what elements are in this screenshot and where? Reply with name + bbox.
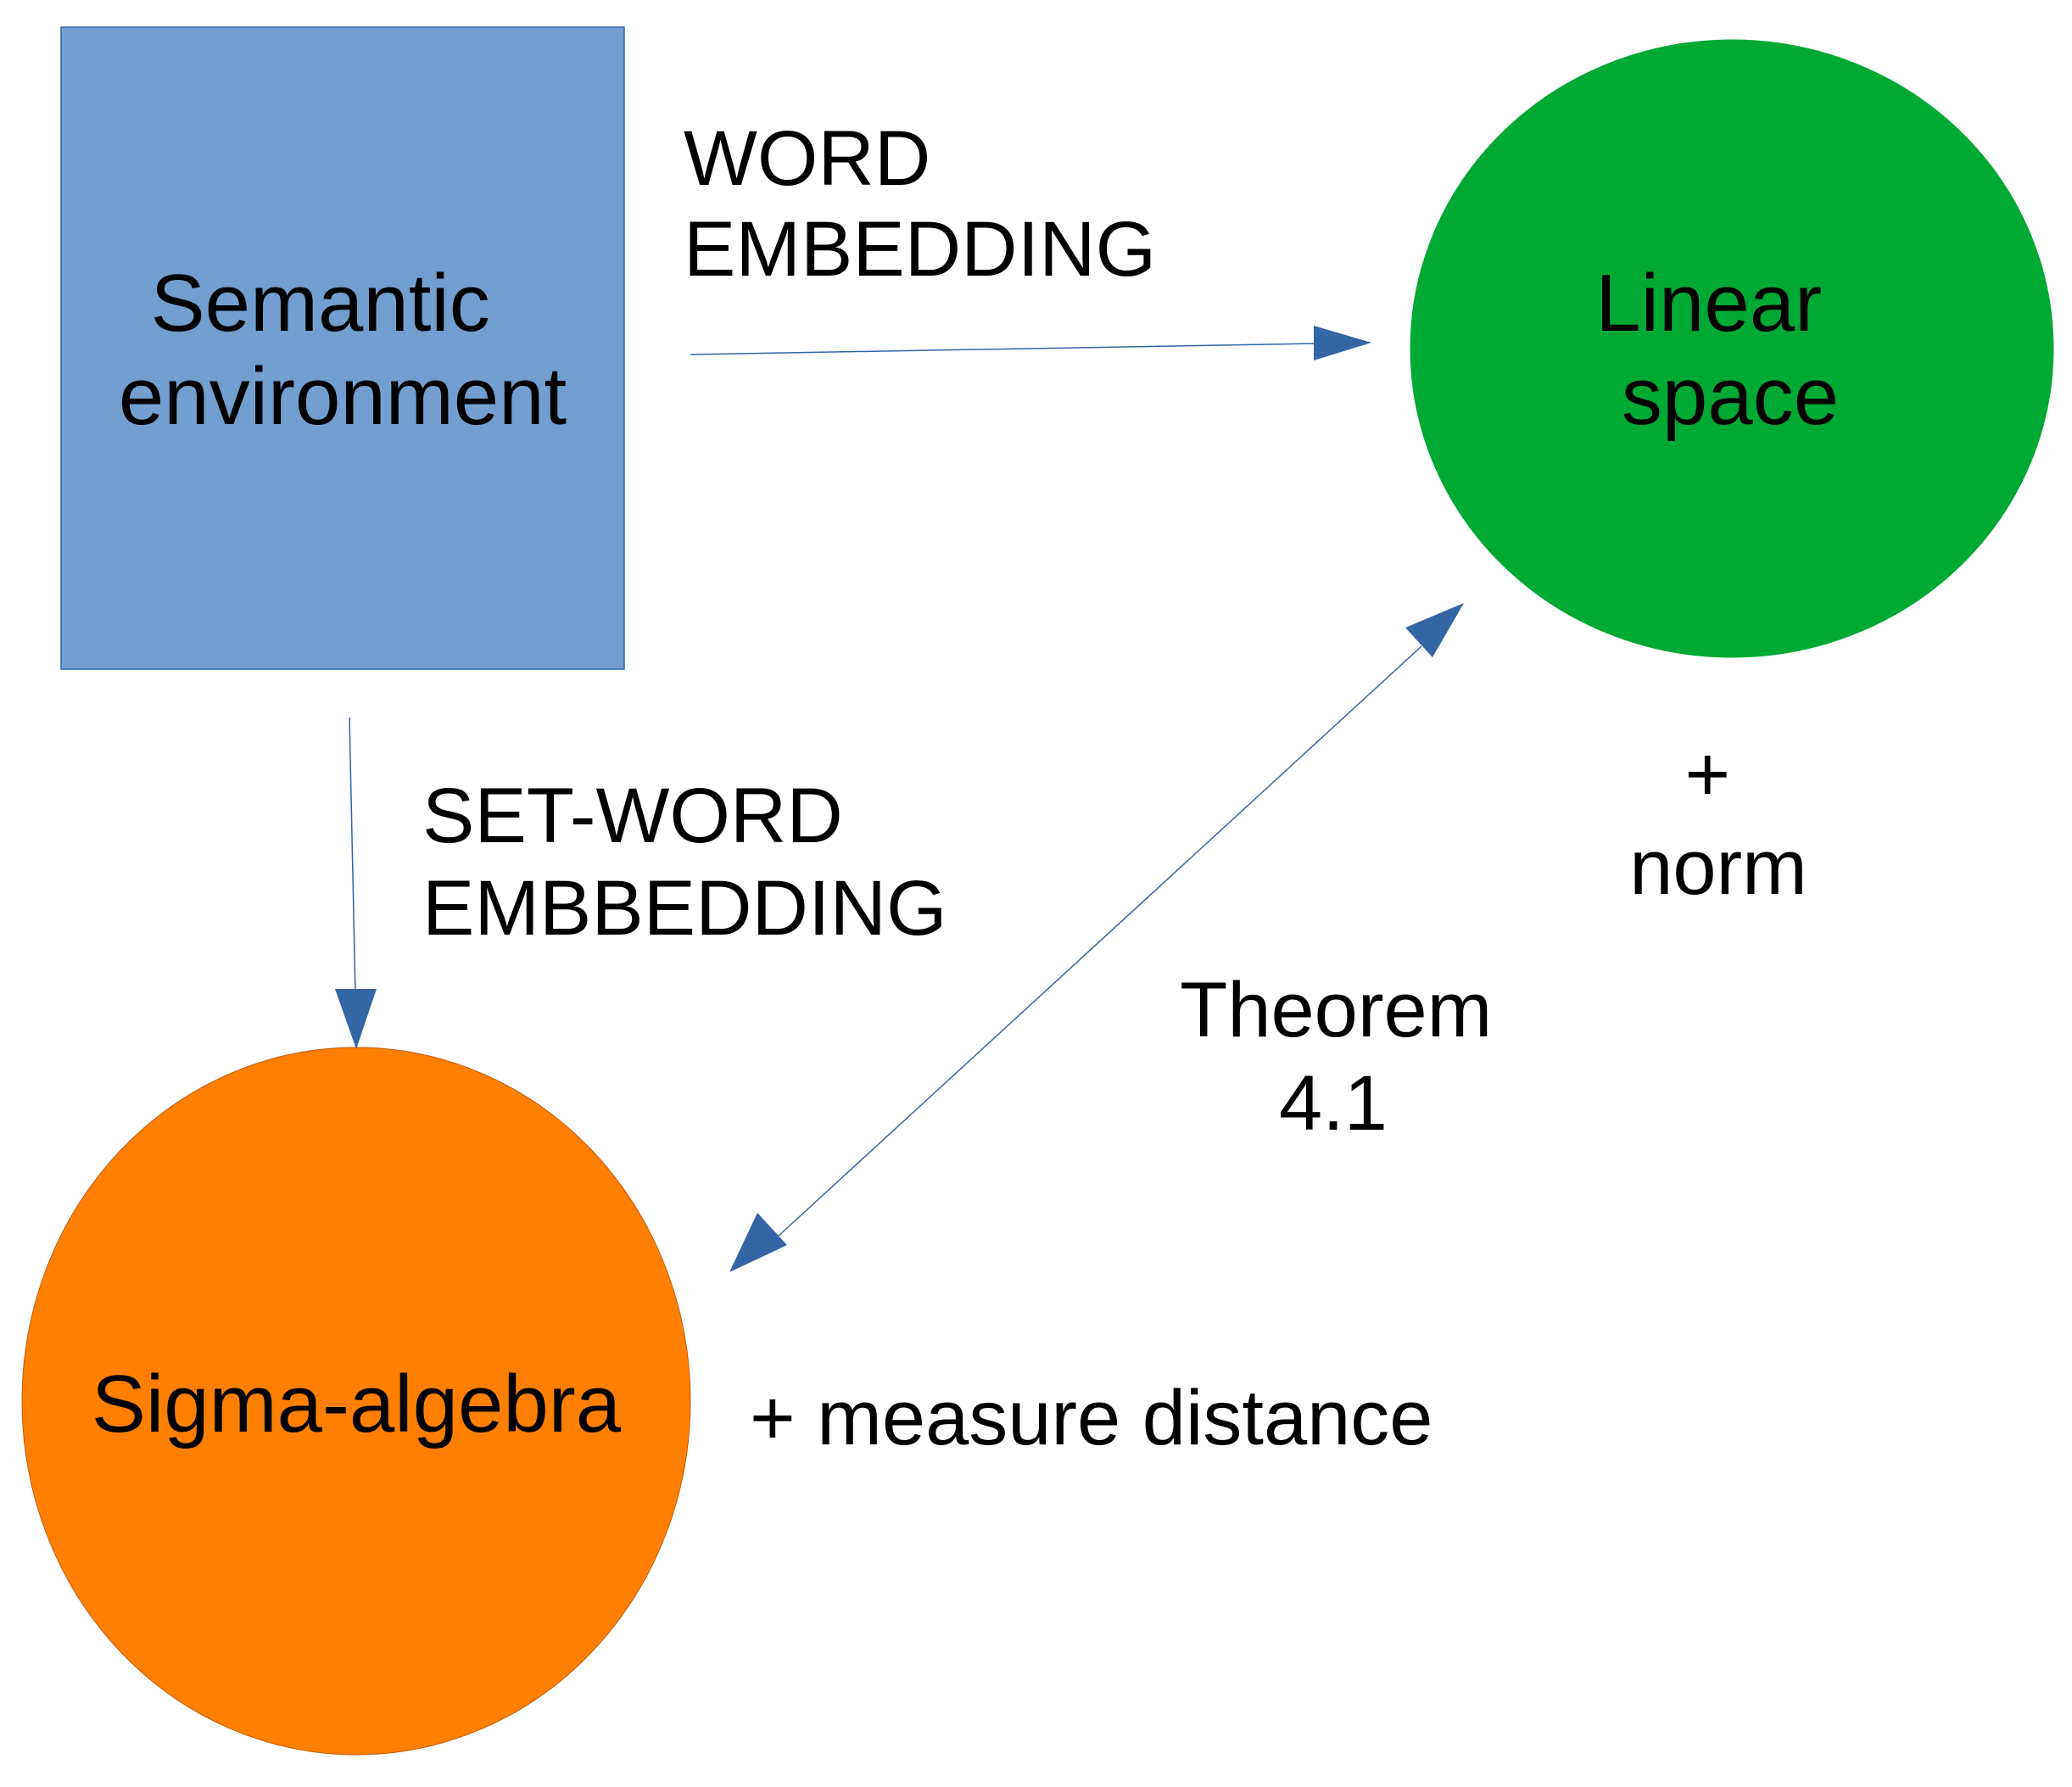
theorem-label-line-2: 4.1 xyxy=(1279,1060,1388,1147)
measure-distance-annotation: + measure distance xyxy=(750,1375,1433,1461)
linear-space-label-line-1: Linear xyxy=(1595,258,1822,349)
linear-space-circle xyxy=(1410,39,2054,658)
linear-space-label-line-2: space xyxy=(1622,351,1839,442)
norm-annotation-plus: + xyxy=(1684,731,1730,818)
semantic-environment-label-line-2: environment xyxy=(119,351,567,442)
theorem-label: Theorem 4.1 xyxy=(1180,967,1514,1147)
theorem-arrowhead-top xyxy=(1405,603,1464,657)
theorem-arrow-shaft xyxy=(777,645,1422,1237)
set-word-embedding-label-line-2: EMBBEDDING xyxy=(422,865,947,952)
semantic-environment-box xyxy=(60,26,625,670)
word-embedding-label-line-1: WORD xyxy=(684,115,930,202)
set-word-embedding-arrow-shaft xyxy=(349,717,356,995)
sigma-algebra-node[interactable]: Sigma-algebra xyxy=(21,1047,691,1756)
linear-space-node[interactable]: Linear space xyxy=(1410,39,2054,658)
semantic-environment-label-line-1: Semantic xyxy=(151,258,490,349)
set-word-embedding-arrowhead xyxy=(335,989,377,1049)
word-embedding-arrow xyxy=(690,326,1371,360)
word-embedding-arrow-shaft xyxy=(690,343,1317,355)
linear-space-label: Linear space xyxy=(1595,258,1845,442)
word-embedding-label: WORD EMBEDDING xyxy=(684,115,1156,293)
word-embedding-label-line-2: EMBEDDING xyxy=(684,206,1156,293)
semantic-environment-node[interactable]: Semantic environment xyxy=(60,26,625,670)
norm-annotation: + norm xyxy=(1629,731,1807,911)
theorem-double-arrow xyxy=(729,603,1464,1272)
set-word-embedding-label: SET-WORD EMBBEDDING xyxy=(422,773,947,952)
sigma-algebra-label: Sigma-algebra xyxy=(92,1359,622,1449)
norm-annotation-word: norm xyxy=(1629,824,1807,911)
set-word-embedding-label-line-1: SET-WORD xyxy=(422,773,843,859)
theorem-arrowhead-bottom xyxy=(729,1213,787,1272)
word-embedding-arrowhead xyxy=(1314,326,1371,360)
theorem-label-line-1: Theorem xyxy=(1180,967,1492,1053)
semantic-environment-label: Semantic environment xyxy=(119,258,567,442)
set-word-embedding-arrow xyxy=(335,717,377,1049)
